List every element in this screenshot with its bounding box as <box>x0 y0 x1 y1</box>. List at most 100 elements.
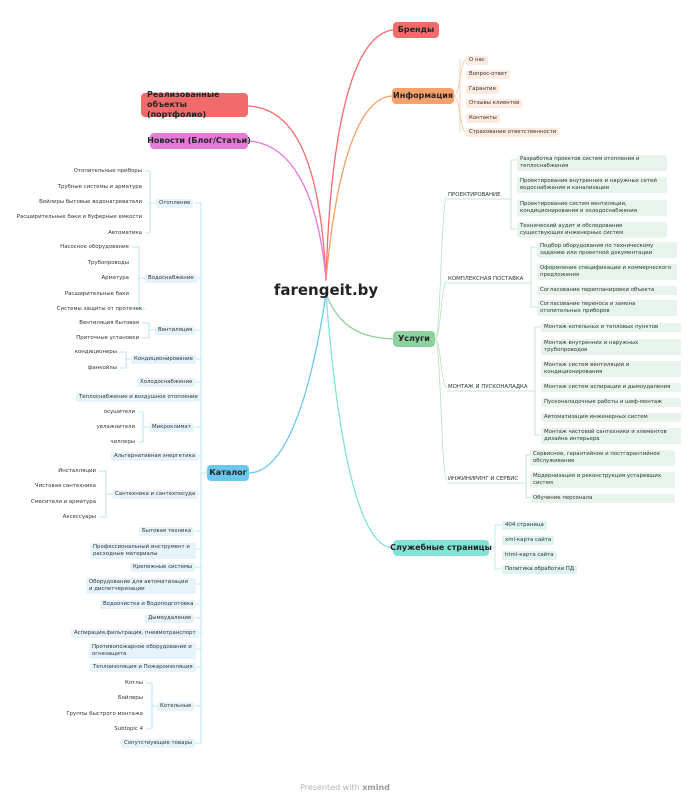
cond-item-1[interactable]: фанкойлы <box>87 365 117 371</box>
connector-water-items <box>131 246 146 310</box>
heating-item-3[interactable]: Расширительные баки и буферные емкости <box>16 214 142 220</box>
engineering-item-service[interactable]: Сервисное, гарантийное и постгарантийное… <box>530 450 675 466</box>
catalog-plumbing[interactable]: Сантехника и сантехпосуда <box>112 490 199 499</box>
boiler-item-3[interactable]: Subtopic 4 <box>114 726 143 732</box>
topic-news[interactable]: Новости (Блог/Статьи) <box>147 133 251 149</box>
vent-item-0[interactable]: Вентиляция бытовая <box>79 320 139 326</box>
services-group-install[interactable]: МОНТАЖ И ПУСКОНАЛАДКА <box>448 384 528 390</box>
boiler-item-0[interactable]: Котлы <box>125 680 143 686</box>
water-item-2[interactable]: Арматура <box>101 275 129 281</box>
topic-service-pages[interactable]: Служебные страницы <box>390 540 492 556</box>
micro-item-1[interactable]: увлажнители <box>96 424 135 430</box>
heating-item-1[interactable]: Трубные системы и арматура <box>57 184 142 190</box>
catalog-conditioning[interactable]: Кондиционирование <box>131 355 196 364</box>
design-item-audit[interactable]: Технический аудит и обследование существ… <box>517 222 667 238</box>
services-group-supply[interactable]: КОМПЛЕКСНАЯ ПОСТАВКА <box>448 276 524 282</box>
catalog-aspiration[interactable]: Аспирация,фильтрация, пневмотранспорт <box>71 629 199 638</box>
design-item-heating-projects[interactable]: Разработка проектов систем отопления и т… <box>517 155 667 171</box>
topic-catalog[interactable]: Каталог <box>207 465 249 481</box>
service-page-xml-sitemap[interactable]: xml-карта сайта <box>502 536 555 545</box>
connector-cond-items <box>119 351 132 369</box>
connector-install-items <box>528 326 542 436</box>
plumbing-item-1[interactable]: Чистовая сантехника <box>34 483 96 489</box>
supply-item-relocation[interactable]: Согласование переноса и замена отопитель… <box>537 300 677 316</box>
topic-portfolio[interactable]: Реализованные объекты (портфолио) <box>141 90 248 119</box>
connector-portfolio <box>247 105 327 281</box>
catalog-cold-supply[interactable]: Холодоснабжение <box>137 378 196 387</box>
catalog-fire-protection[interactable]: Противопожарное оборудование и огнезащит… <box>89 643 196 659</box>
catalog-water-treatment[interactable]: Водоочистка и Водоподготовка <box>100 600 197 609</box>
micro-item-2[interactable]: чиллеры <box>110 439 135 445</box>
service-page-html-sitemap[interactable]: html-карта сайта <box>502 551 557 560</box>
connector-engineering-items <box>521 454 531 499</box>
catalog-heat-supply[interactable]: Теплоснабжение и воздушное отопление <box>76 393 201 402</box>
water-item-0[interactable]: Насосное оборудование <box>60 244 129 250</box>
catalog-alt-energy[interactable]: Альтернативная энергетика <box>111 452 199 461</box>
water-item-3[interactable]: Расширительные баки <box>64 291 129 297</box>
info-item-insurance[interactable]: Страхование ответственности <box>466 128 560 137</box>
vent-item-1[interactable]: Приточные установки <box>76 335 139 341</box>
connector-brands <box>325 29 394 281</box>
install-item-ventilation[interactable]: Монтаж систем вентиляции и кондициониров… <box>541 361 681 377</box>
service-page-privacy-policy[interactable]: Политика обработки ПД <box>502 565 578 574</box>
services-group-design[interactable]: ПРОЕКТИРОВАНИЕ <box>448 192 501 198</box>
catalog-boiler-rooms[interactable]: Котельные <box>157 702 195 711</box>
catalog-household[interactable]: Бытовая техника <box>139 527 195 536</box>
plumbing-item-3[interactable]: Аксессуары <box>62 514 96 520</box>
boiler-item-2[interactable]: Группы быстрого монтажа <box>66 711 143 717</box>
catalog-fasteners[interactable]: Крепежные системы <box>130 563 196 572</box>
cond-item-0[interactable]: кондиционеры <box>74 349 117 355</box>
install-item-boiler-rooms[interactable]: Монтаж котельных и тепловых пунктов <box>541 323 681 332</box>
connector-services-install <box>434 338 448 389</box>
central-topic[interactable]: farengeit.by <box>273 281 379 299</box>
topic-info[interactable]: Информация <box>392 88 454 104</box>
install-item-fixtures[interactable]: Монтаж чистовой сантехники и элементов д… <box>541 428 681 444</box>
catalog-smoke-removal[interactable]: Дымоудаление <box>145 614 195 623</box>
install-item-pipelines[interactable]: Монтаж внутренних и наружных трубопровод… <box>541 339 681 355</box>
install-item-aspiration[interactable]: Монтаж систем аспирации и дымоудаления <box>541 383 681 392</box>
connector-plumbing-items <box>98 470 113 518</box>
supply-item-specification[interactable]: Оформление спецификации и коммерческого … <box>537 264 677 280</box>
heating-item-4[interactable]: Автоматика <box>108 230 142 236</box>
boiler-item-1[interactable]: Бойлеры <box>118 695 143 701</box>
catalog-automation[interactable]: Оборудование для автоматизации и диспетч… <box>86 578 196 594</box>
plumbing-item-2[interactable]: Смесители и арматура <box>30 499 96 505</box>
topic-services[interactable]: Услуги <box>393 331 435 347</box>
connector-design-items <box>504 159 518 230</box>
catalog-related-goods[interactable]: Сопутствующие товары <box>121 739 196 748</box>
services-group-engineering[interactable]: ИНЖИНИРИНГ И СЕРВИС <box>448 476 519 482</box>
topic-brands[interactable]: Бренды <box>393 22 439 38</box>
info-item-reviews[interactable]: Отзывы клиентов <box>466 99 523 108</box>
connector-micro-items <box>137 411 150 443</box>
water-item-1[interactable]: Трубопроводы <box>87 260 129 266</box>
info-item-about[interactable]: О нас <box>466 56 488 65</box>
catalog-ventilation[interactable]: Вентиляция <box>155 326 196 335</box>
catalog-water[interactable]: Водоснабжение <box>145 274 197 283</box>
engineering-item-training[interactable]: Обучение персонала <box>530 494 675 503</box>
footer-prefix: Presented with <box>300 783 360 792</box>
info-item-faq[interactable]: Вопрос-ответ <box>466 70 511 79</box>
service-page-404[interactable]: 404 страница <box>502 521 547 530</box>
engineering-item-modernization[interactable]: Модернизация и реконструкция устаревших … <box>530 472 675 488</box>
plumbing-item-0[interactable]: Инсталляции <box>58 468 96 474</box>
connector-service-pages <box>325 293 394 549</box>
connector-info <box>325 95 393 281</box>
info-item-contacts[interactable]: Контакты <box>466 114 500 123</box>
connector-news <box>247 140 327 281</box>
heating-item-2[interactable]: Бойлеры бытовые водонагреватели <box>39 199 142 205</box>
design-item-ventilation[interactable]: Проектирование систем вентиляции, кондиц… <box>517 200 667 216</box>
info-item-warranty[interactable]: Гарантия <box>466 85 499 94</box>
catalog-microclimate[interactable]: Микроклимат <box>149 423 194 432</box>
supply-item-replanning[interactable]: Согласование перепланировки объекта <box>537 286 677 295</box>
supply-item-selection[interactable]: Подбор оборудования по техническому зада… <box>537 242 677 258</box>
catalog-tools[interactable]: Профессиональный инструмент и расходные … <box>90 543 196 559</box>
install-item-automation[interactable]: Автоматизация инженерных систем <box>541 413 681 422</box>
water-item-4[interactable]: Системы защиты от протечек <box>56 306 142 312</box>
micro-item-0[interactable]: осушители <box>103 409 135 415</box>
install-item-commissioning[interactable]: Пусконаладочные работы и шеф-монтаж <box>541 398 681 407</box>
design-item-water-networks[interactable]: Проектирование внутренних и наружных сет… <box>517 177 667 193</box>
heating-item-0[interactable]: Отопительные приборы <box>73 168 142 174</box>
catalog-insulation[interactable]: Теплоизоляция и Пожароизоляция <box>90 663 196 672</box>
catalog-heating[interactable]: Отопление <box>156 199 194 208</box>
footer-brand: xmind <box>362 783 390 792</box>
